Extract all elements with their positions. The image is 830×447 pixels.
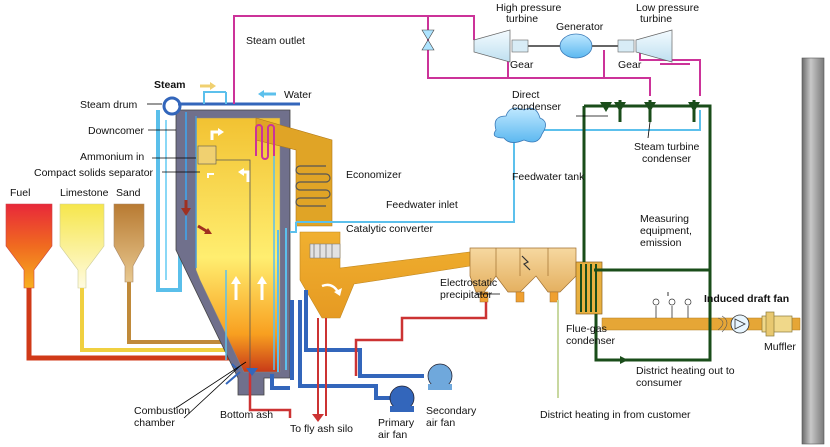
water-label: Water (284, 89, 312, 101)
water-lines (203, 91, 701, 372)
economizer-label: Economizer (346, 169, 402, 181)
bottom-ash-label: Bottom ash (220, 409, 273, 421)
district-heating-in-label: District heating in from customer (540, 409, 691, 421)
electrostatic-precipitator-label-1: Electrostatic (440, 277, 497, 289)
gear-left-label: Gear (510, 59, 534, 71)
ammonium-injection-box (197, 145, 217, 165)
steam-turbine-condenser-label-1: Steam turbine (634, 141, 700, 153)
secondary-air-fan-label-1: Secondary (426, 405, 477, 417)
flue-gas-condenser-label-1: Flue-gas (566, 323, 607, 335)
downcomer-label: Downcomer (88, 125, 145, 137)
muffler (761, 311, 793, 337)
measuring-equipment-label-3: emission (640, 237, 682, 249)
primary-air-fan-label-1: Primary (378, 417, 415, 429)
primary-air-fan-label-2: air fan (378, 429, 407, 441)
fuel-silo (5, 203, 53, 289)
district-heating-out-label-1: District heating out to (636, 365, 735, 377)
condenser-valves (600, 102, 700, 112)
fly-ash-arrow (312, 414, 324, 422)
low-pressure-turbine (617, 29, 673, 63)
superheater-coils (255, 124, 275, 160)
steam-valve (421, 29, 435, 51)
bottom-ash-valve (246, 368, 258, 376)
secondary-air-fan (427, 363, 453, 390)
steam-drum (162, 96, 182, 116)
ammonium-in-label: Ammonium in (80, 151, 144, 163)
combustion-chamber-label-2: chamber (134, 417, 175, 429)
catalytic-converter-label: Catalytic converter (346, 223, 433, 235)
measuring-probes (652, 298, 692, 318)
primary-air-fan (389, 385, 415, 412)
chimney (801, 57, 825, 445)
steam-outlet-label: Steam outlet (246, 35, 305, 47)
electrostatic-precipitator-label-2: precipitator (440, 289, 492, 301)
measuring-equipment-label-1: Measuring (640, 213, 689, 225)
muffler-label: Muffler (764, 341, 796, 353)
high-pressure-turbine-label-1: High pressure (496, 2, 562, 14)
fly-ash-line (317, 318, 327, 420)
sand-label: Sand (116, 187, 141, 199)
flow-arrows (181, 128, 267, 300)
precipitator-ash-line (354, 302, 488, 376)
fuel-label: Fuel (10, 187, 30, 199)
steam-drum-label: Steam drum (80, 99, 137, 111)
low-pressure-turbine-label-2: turbine (640, 13, 672, 25)
feedwater-tank (493, 107, 546, 143)
air-lines (270, 290, 424, 400)
low-pressure-turbine-label-1: Low pressure (636, 2, 699, 14)
gear-right-label: Gear (618, 59, 642, 71)
sand-feed-line (127, 282, 240, 344)
flue-gas-condenser-label-2: condenser (566, 335, 616, 347)
high-pressure-turbine (473, 29, 529, 63)
flue-gas-condenser (575, 261, 603, 315)
combustion-chamber-label-1: Combustion (134, 405, 190, 417)
generator-label: Generator (556, 21, 604, 33)
limestone-silo (59, 203, 105, 289)
steam-arrow-icon (200, 82, 216, 90)
feedwater-inlet-label: Feedwater inlet (386, 199, 458, 211)
boiler (175, 109, 291, 396)
bottom-ash-line (248, 370, 292, 418)
to-fly-ash-silo-label: To fly ash silo (290, 423, 353, 435)
district-heating-out-arrow-icon (620, 356, 628, 364)
steam-label: Steam (154, 79, 186, 91)
label-leader-lines (147, 103, 669, 419)
measuring-equipment-label-2: equipment, (640, 225, 692, 237)
secondary-air-fan-label-2: air fan (426, 417, 455, 429)
water-arrow-icon (258, 90, 276, 98)
feedwater-tank-label: Feedwater tank (512, 171, 585, 183)
steam-turbine-condenser-label-2: condenser (642, 153, 692, 165)
induced-draft-fan-label: Induced draft fan (704, 293, 789, 305)
compact-solids-separator-label: Compact solids separator (34, 167, 154, 179)
electrostatic-precipitator (469, 247, 577, 303)
generator (528, 33, 618, 59)
limestone-label: Limestone (60, 187, 109, 199)
induced-draft-fan (717, 314, 750, 334)
district-heating-out-label-2: consumer (636, 377, 683, 389)
direct-condenser-label-2: condenser (512, 101, 562, 113)
limestone-feed-line (80, 288, 240, 352)
fuel-feed-line (26, 288, 240, 361)
flue-gas-duct (299, 231, 471, 319)
high-pressure-turbine-label-2: turbine (506, 13, 538, 25)
sand-silo (113, 203, 145, 283)
direct-condenser-label-1: Direct (512, 89, 540, 101)
